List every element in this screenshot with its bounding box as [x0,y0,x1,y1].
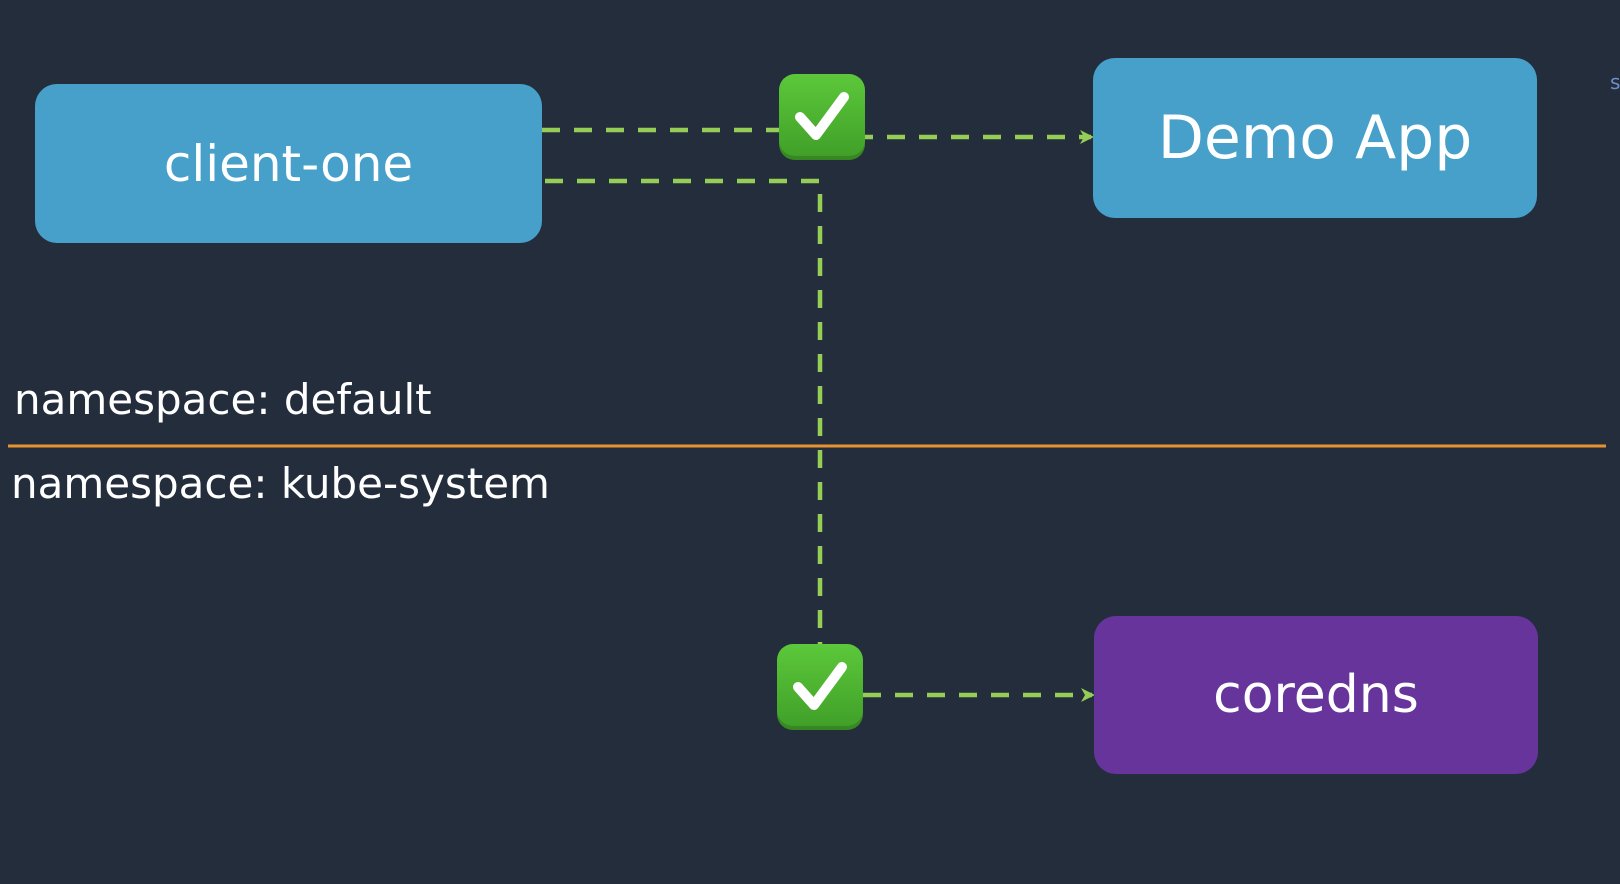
demo-app-label: Demo App [1157,103,1473,173]
demo-app-node[interactable]: Demo App [1093,58,1537,218]
checkmark-glyph [793,662,847,710]
coredns-node[interactable]: coredns [1094,616,1538,774]
edge-text-fragment: s [1610,70,1620,94]
checkmark-glyph [795,92,849,140]
namespace-kube-system-label: namespace: kube-system [11,459,550,508]
check-icon [779,74,865,160]
client-one-label: client-one [163,134,414,193]
check-icon [777,644,863,730]
namespace-default-label: namespace: default [14,375,432,424]
client-one-node[interactable]: client-one [35,84,542,243]
edge-client-to-coredns [545,178,1095,702]
coredns-label: coredns [1213,665,1419,725]
